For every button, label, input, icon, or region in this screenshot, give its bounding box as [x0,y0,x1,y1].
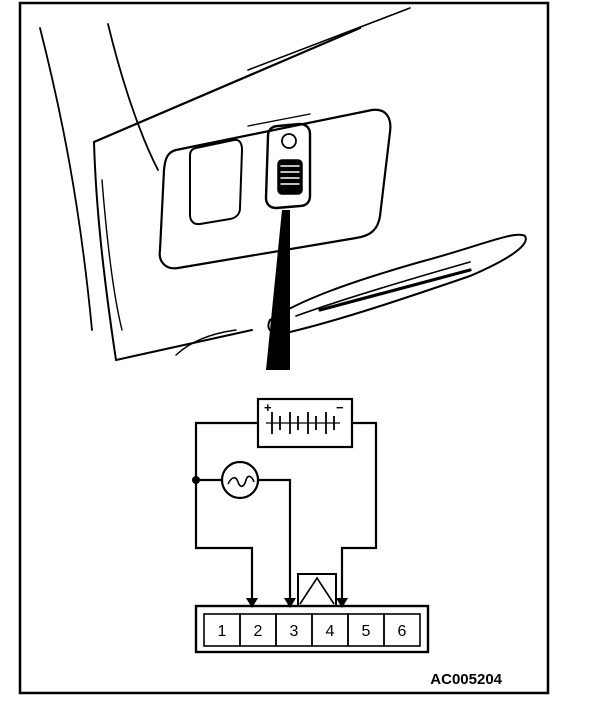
left-blank-pocket [189,138,243,226]
figure-frame [18,1,550,695]
connector-housing [194,604,430,654]
connector [194,604,430,654]
panel-lower-curve-2 [175,329,237,356]
pillar-line-left [39,27,93,331]
pin-label-4: 4 [326,623,335,640]
wire-lamp-to-pin3 [258,478,292,606]
arrow-pin-4 [336,598,348,608]
rheostat-diagonal [299,576,335,605]
connector-cells [203,613,421,647]
switch-body [264,122,312,210]
battery-cells [266,412,340,434]
pin-label-1: 1 [218,623,227,640]
switch-rim [247,113,311,127]
dimmer-switch-illustration [264,122,312,210]
thumbwheel-ridges [280,165,300,185]
switch-housing [158,108,392,270]
panel-left-edge [93,141,117,361]
lower-trim-inner [295,261,471,317]
junction-dot [192,476,200,484]
figure-code: AC005204 [430,671,502,688]
lamp-filament [227,475,255,488]
pin-label-3: 3 [290,623,299,640]
instrument-panel-illustration [39,7,527,361]
pin-label-5: 5 [362,623,371,640]
schematic [194,397,378,607]
callout-pointer [266,210,290,370]
panel-lower-curve [115,329,253,361]
panel-top-edge [92,26,362,144]
panel-left-inner [101,179,123,331]
pin-label-6: 6 [398,623,407,640]
indicator-lamp-icon [281,133,297,149]
arrow-pin-3 [284,598,296,608]
panel-top-edge-inner [247,7,411,71]
pin-label-2: 2 [254,623,263,640]
wire-battery-negative [340,421,378,606]
connector-arrows [246,598,348,608]
wire-battery-positive [194,421,258,606]
thumbwheel-knob [277,159,303,195]
battery-negative-sign: − [336,400,344,415]
lower-trim-slot [318,268,472,312]
arrow-pin-2 [246,598,258,608]
connector-pin-labels: 1 2 3 4 5 6 [218,623,407,640]
lower-trim-outer [267,233,527,335]
illumination-lamp-symbol [220,460,260,500]
pillar-line-right [107,23,159,171]
battery-positive-sign: + [264,400,272,415]
